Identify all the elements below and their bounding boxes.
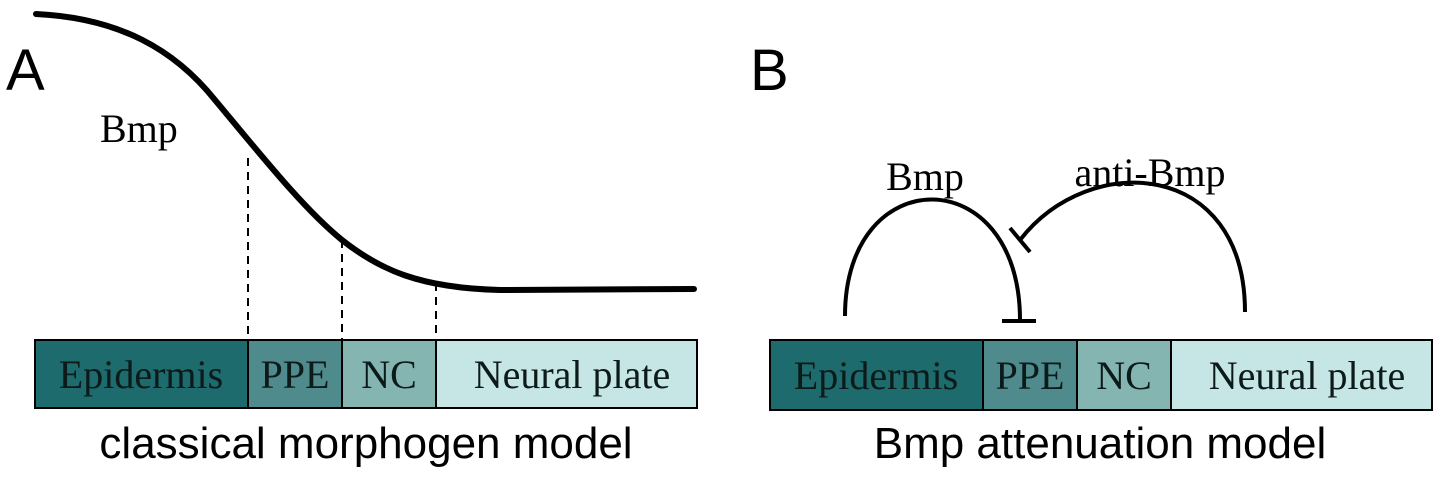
anti-bmp-inhibition-bar (1008, 226, 1032, 254)
panel-b: B Bmp anti-Bmp Epidermis PPE NC Neural p… (750, 38, 1433, 468)
panel-b-letter: B (750, 38, 789, 103)
tissue-bar-b: Epidermis PPE NC Neural plate (769, 339, 1433, 411)
anti-bmp-arc-label: anti-Bmp (1074, 150, 1225, 195)
segment-nc-label: NC (361, 352, 417, 397)
segment-epidermis-label: Epidermis (59, 352, 223, 397)
bmp-arc (843, 197, 1022, 321)
bmp-gradient-label: Bmp (100, 106, 178, 151)
segment-epidermis-label: Epidermis (794, 353, 958, 398)
segment-ppe-label: PPE (261, 352, 330, 397)
segment-neural-plate (1170, 339, 1433, 411)
panel-b-caption: Bmp attenuation model (874, 419, 1327, 468)
panel-a: A Bmp Epidermis PPE NC Neural plate clas… (6, 11, 698, 468)
tissue-bar-a: Epidermis PPE NC Neural plate (34, 339, 698, 409)
segment-ppe-label: PPE (996, 353, 1065, 398)
segment-ppe (982, 339, 1078, 411)
segment-neural-plate-label: Neural plate (474, 352, 671, 397)
segment-nc (341, 339, 437, 409)
segment-nc-label: NC (1096, 353, 1152, 398)
bmp-gradient-curve (33, 11, 697, 294)
segment-epidermis (769, 339, 984, 411)
segment-neural-plate-label: Neural plate (1209, 353, 1406, 398)
panel-a-letter: A (6, 38, 45, 103)
bmp-arc-label: Bmp (886, 154, 964, 199)
segment-epidermis (34, 339, 249, 409)
segment-neural-plate (435, 339, 698, 409)
panel-a-caption: classical morphogen model (99, 419, 632, 468)
anti-bmp-arc (1018, 180, 1247, 313)
segment-ppe (247, 339, 343, 409)
